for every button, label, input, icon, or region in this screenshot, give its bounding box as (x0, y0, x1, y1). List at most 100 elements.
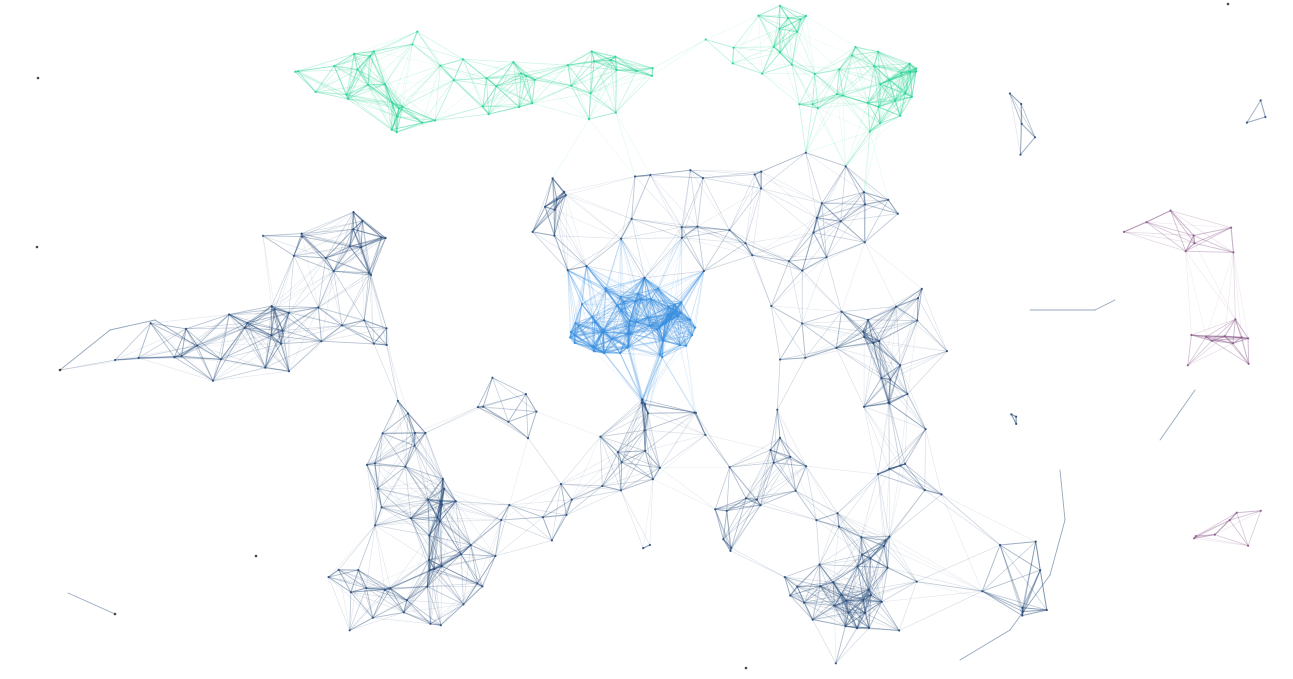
graph-edge (627, 347, 663, 358)
graph-edge (391, 101, 400, 110)
graph-edge (904, 463, 926, 491)
graph-edge (628, 317, 649, 347)
graph-edge (382, 400, 399, 434)
graph-node (385, 327, 388, 330)
graph-edge (1193, 534, 1216, 539)
graph-edge (647, 303, 675, 318)
graph-edge (593, 333, 631, 348)
graph-edge (899, 72, 902, 117)
graph-edge (879, 83, 913, 98)
graph-edge (601, 331, 605, 354)
graph-edge (341, 272, 370, 326)
graph-edge (637, 293, 669, 307)
graph-edge (567, 269, 602, 333)
graph-node (832, 581, 835, 584)
graph-edge (333, 65, 393, 103)
graph-edge (870, 557, 918, 582)
graph-edge (602, 320, 631, 331)
graph-node (270, 334, 273, 337)
graph-edge (863, 297, 919, 338)
graph-node (487, 113, 490, 116)
graph-edge (795, 490, 838, 514)
graph-edge (885, 540, 918, 582)
graph-edge (481, 555, 496, 587)
graph-edge (349, 237, 387, 247)
graph-edge (877, 100, 896, 108)
graph-edge (353, 211, 370, 274)
graph-edge (637, 293, 673, 314)
graph-edge (636, 321, 660, 328)
graph-edge (569, 332, 603, 338)
graph-edge (396, 79, 455, 117)
graph-edge (845, 599, 864, 627)
graph-edge (532, 231, 555, 237)
graph-edge (703, 242, 746, 272)
graph-edge (605, 277, 645, 289)
graph-edge (647, 317, 658, 331)
graph-node (915, 580, 918, 583)
graph-node (626, 332, 629, 335)
graph-edge (745, 497, 762, 506)
graph-edge (611, 333, 631, 340)
graph-edge (834, 565, 858, 607)
graph-edge (685, 345, 697, 414)
graph-edge (333, 246, 362, 272)
graph-edge (353, 53, 371, 57)
graph-edge (620, 461, 623, 491)
graph-edge (369, 43, 413, 57)
graph-edge (652, 39, 707, 69)
graph-edge (847, 612, 870, 629)
graph-edge (870, 594, 900, 631)
graph-edge (644, 277, 691, 321)
graph-node (366, 83, 370, 86)
graph-edge (569, 337, 593, 348)
graph-edge (591, 338, 613, 348)
graph-edge (730, 547, 786, 578)
graph-edge (697, 226, 705, 272)
graph-edge (571, 490, 622, 500)
graph-edge (842, 65, 875, 96)
graph-edge (669, 318, 696, 329)
graph-edge (1123, 210, 1172, 233)
graph-edge (623, 301, 660, 328)
graph-edge (650, 298, 669, 316)
graph-edge (797, 31, 853, 56)
graph-edge (1123, 221, 1148, 233)
graph-edge (878, 340, 891, 380)
graph-edge (817, 107, 847, 167)
graph-edge (520, 64, 569, 74)
graph-node (839, 220, 842, 223)
graph-node (878, 340, 881, 343)
graph-edge (588, 92, 592, 120)
graph-node (327, 576, 330, 579)
graph-edge (301, 211, 354, 234)
graph-edge (404, 466, 444, 480)
graph-edge (870, 567, 889, 596)
graph-edge (567, 269, 618, 307)
graph-edge (416, 31, 464, 60)
graph-edge (867, 93, 906, 104)
graph-edge (662, 340, 681, 346)
graph-edge (374, 500, 441, 526)
graph-edge (754, 152, 807, 175)
graph-edge (443, 488, 457, 502)
graph-edge (482, 73, 522, 107)
graph-edge (803, 602, 849, 614)
graph-edge (185, 328, 222, 360)
graph-node (228, 313, 231, 316)
graph-edge (899, 428, 927, 467)
graph-edge (220, 308, 276, 360)
graph-edge (429, 569, 464, 605)
graph-edge (244, 327, 284, 332)
graph-edge (832, 554, 863, 583)
graph-edge (288, 325, 343, 372)
graph-edge (662, 318, 671, 342)
graph-edge (526, 61, 595, 77)
graph-edge (603, 351, 621, 354)
graph-edge (619, 352, 661, 355)
graph-edge (433, 504, 443, 570)
graph-edge (857, 565, 870, 591)
graph-node (482, 405, 485, 408)
graph-edge (567, 269, 621, 298)
graph-edge (649, 306, 669, 327)
